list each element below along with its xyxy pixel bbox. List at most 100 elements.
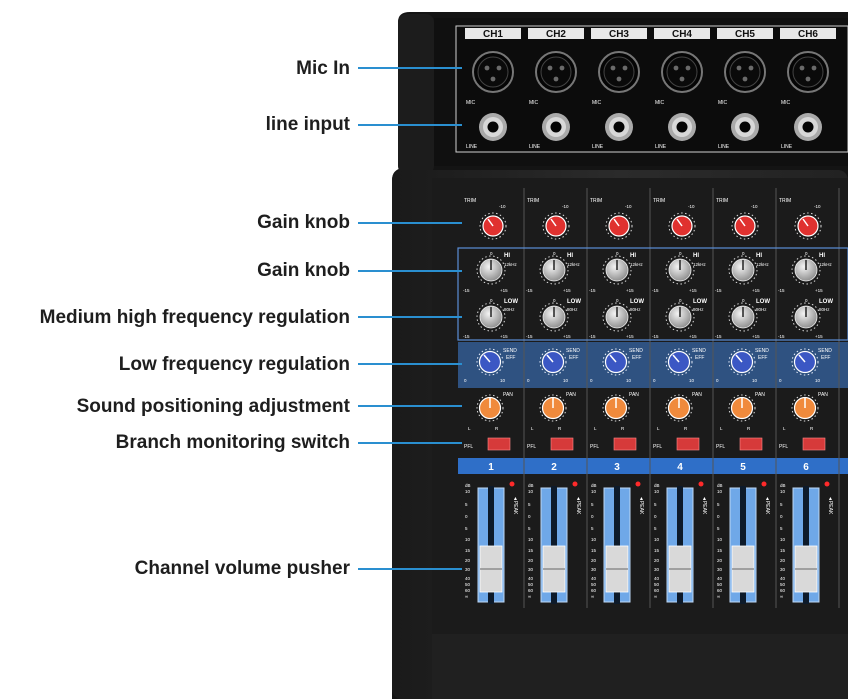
eq-max-label: +15 bbox=[626, 334, 634, 339]
pan-label: PAN bbox=[692, 392, 702, 398]
peak-led bbox=[824, 481, 830, 487]
knob-ticks bbox=[539, 348, 567, 376]
channel-number: 2 bbox=[551, 462, 557, 473]
pan-right-label: R bbox=[558, 426, 562, 431]
mixer-side-rail-top bbox=[398, 14, 434, 174]
fader-scale-label: 15 bbox=[465, 548, 471, 553]
fader-scale-label: 5 bbox=[465, 526, 468, 531]
callout-send-label: Low frequency regulation bbox=[118, 354, 350, 375]
fader-scale-label: 40 bbox=[465, 576, 471, 581]
hi-eq-freq-label: 12kHz bbox=[693, 262, 707, 267]
knob-ticks bbox=[539, 302, 569, 332]
fader-scale-label: 10 bbox=[465, 537, 471, 542]
low-eq-freq-label: 80Hz bbox=[819, 307, 830, 312]
line-label: LINE bbox=[529, 144, 541, 150]
fader-scale-label: 20 bbox=[465, 558, 471, 563]
pan-left-label: L bbox=[594, 426, 597, 431]
eq-min-label: -15 bbox=[778, 334, 785, 339]
xlr-pin bbox=[496, 65, 502, 71]
peak-label: ◄PEAK bbox=[827, 496, 833, 515]
knob-ticks bbox=[668, 212, 696, 240]
eq-min-label: -15 bbox=[463, 288, 470, 293]
fader-scale-label: 5 bbox=[465, 502, 468, 507]
fader-scale-label: 50 bbox=[654, 582, 660, 587]
send-label: SEND bbox=[755, 348, 769, 354]
mic-label: MIC bbox=[655, 100, 665, 106]
fader-scale-label: 20 bbox=[591, 558, 597, 563]
fader-scale-label: 10 bbox=[528, 489, 534, 494]
eff-label: EFF bbox=[506, 355, 515, 361]
mic-label: MIC bbox=[718, 100, 728, 106]
pan-label: PAN bbox=[503, 392, 513, 398]
knob-ticks bbox=[605, 212, 633, 240]
eq-max-label: +15 bbox=[563, 334, 571, 339]
callout-line-input-line bbox=[358, 124, 462, 126]
fader-scale-label: 10 bbox=[654, 489, 660, 494]
trim-label: TRIM bbox=[590, 198, 602, 204]
fader-scale-label: 10 bbox=[717, 489, 723, 494]
channel-header-box bbox=[717, 28, 773, 39]
callout-pan-label: Sound positioning adjustment bbox=[76, 396, 350, 417]
peak-led bbox=[509, 481, 515, 487]
hi-eq-freq-label: 12kHz bbox=[630, 262, 644, 267]
knob-pointer bbox=[735, 354, 743, 363]
xlr-pin bbox=[685, 65, 691, 71]
fader-scale-label: 0 bbox=[780, 514, 783, 519]
low-eq-label: LOW bbox=[630, 299, 644, 305]
fader-scale-label: 60 bbox=[780, 588, 786, 593]
trim-scale-label: -10 bbox=[814, 204, 821, 209]
trim-scale-label: -10 bbox=[499, 204, 506, 209]
xlr-jack-body bbox=[603, 56, 635, 88]
eq-max-label: +15 bbox=[752, 334, 760, 339]
trim-label: TRIM bbox=[464, 198, 476, 204]
fader-slot bbox=[677, 486, 683, 604]
fader-scale-label: 50 bbox=[528, 582, 534, 587]
send-min-label: 0 bbox=[590, 378, 593, 383]
trim-scale-label: -10 bbox=[562, 204, 569, 209]
hi-eq-label: HI bbox=[693, 253, 699, 259]
hi-eq-freq-label: 12kHz bbox=[819, 262, 833, 267]
pan-label: PAN bbox=[566, 392, 576, 398]
hi-eq-label: HI bbox=[504, 253, 510, 259]
fader-slot bbox=[614, 486, 620, 604]
fader-scale-label: 40 bbox=[780, 576, 786, 581]
fader-scale-label: 50 bbox=[591, 582, 597, 587]
eq-center-label: 0 bbox=[742, 298, 745, 303]
hi-eq-freq-label: 12kHz bbox=[756, 262, 770, 267]
eq-center-label: 0 bbox=[490, 251, 493, 256]
fader-scale-label: ∞ bbox=[465, 594, 468, 599]
channel-header-box bbox=[654, 28, 710, 39]
hi-eq-freq-label: 12kHz bbox=[567, 262, 581, 267]
fader-scale-label: 15 bbox=[717, 548, 723, 553]
knob-ticks bbox=[476, 348, 504, 376]
hi-eq-label: HI bbox=[630, 253, 636, 259]
send-max-label: 10 bbox=[815, 378, 821, 383]
eq-min-label: -15 bbox=[778, 288, 785, 293]
eq-center-label: 0 bbox=[805, 251, 808, 256]
fader-scale-label: 15 bbox=[780, 548, 786, 553]
eq-center-label: 0 bbox=[616, 298, 619, 303]
fader-scale-label: 30 bbox=[654, 567, 660, 572]
trim-label: TRIM bbox=[779, 198, 791, 204]
pan-left-label: L bbox=[783, 426, 786, 431]
pfl-label: PFL bbox=[527, 444, 536, 450]
xlr-jack-body bbox=[792, 56, 824, 88]
fader-scale-label: 60 bbox=[591, 588, 597, 593]
pfl-button bbox=[613, 437, 637, 451]
channel-number-bar bbox=[458, 458, 848, 474]
fader-scale-label: ∞ bbox=[717, 594, 720, 599]
eq-center-label: 0 bbox=[553, 298, 556, 303]
eq-max-label: +15 bbox=[815, 288, 823, 293]
line-label: LINE bbox=[592, 144, 604, 150]
fader-scale-label: 10 bbox=[591, 537, 597, 542]
eq-max-label: +15 bbox=[626, 288, 634, 293]
eff-label: EFF bbox=[632, 355, 641, 361]
knob-ticks bbox=[665, 394, 693, 422]
xlr-pin bbox=[547, 65, 553, 71]
fader-scale-label: 20 bbox=[717, 558, 723, 563]
pfl-label: PFL bbox=[590, 444, 599, 450]
xlr-pin bbox=[490, 76, 496, 82]
fader-scale-label: 0 bbox=[717, 514, 720, 519]
channel-number: 1 bbox=[488, 462, 494, 473]
channel-number: 6 bbox=[803, 462, 809, 473]
